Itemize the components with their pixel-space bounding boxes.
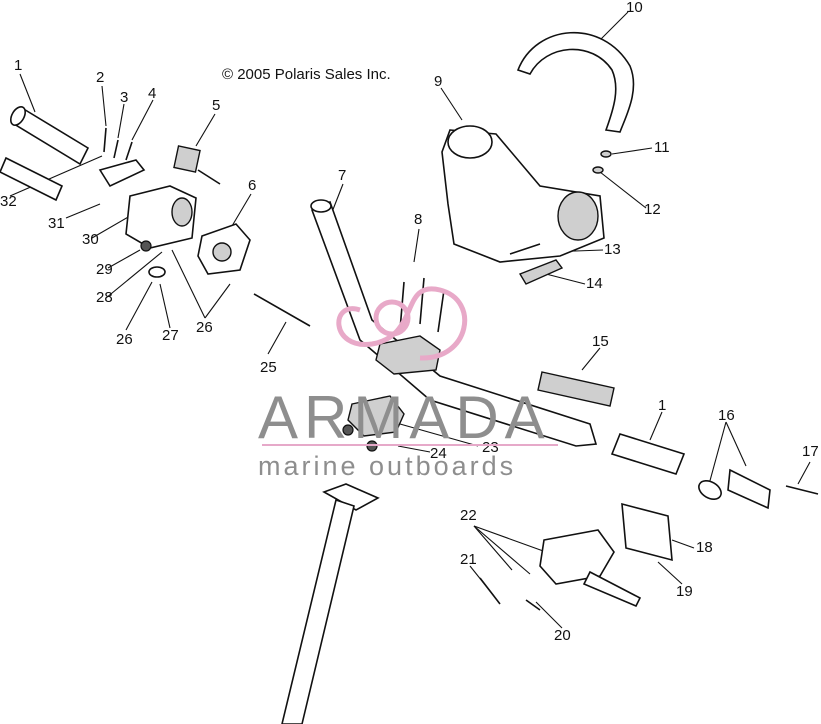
pod-9 (441, 125, 605, 263)
lever-assembly (539, 529, 642, 608)
callout-5: 5 (212, 97, 221, 114)
callout-13: 13 (604, 241, 621, 258)
arch-10 (516, 31, 635, 133)
callout-27: 27 (162, 327, 179, 344)
callout-24: 24 (430, 445, 447, 462)
callout-10: 10 (626, 0, 643, 16)
grip-left (0, 106, 90, 202)
housing-30 (125, 185, 197, 278)
callout-17: 17 (802, 443, 819, 460)
callout-12: 12 (644, 201, 661, 218)
callout-26-left: 26 (116, 331, 133, 348)
hardware-11-14 (509, 150, 612, 285)
callout-25: 25 (260, 359, 277, 376)
watermark-logo (336, 286, 468, 361)
callout-1-right: 1 (658, 397, 667, 414)
pin-17 (785, 485, 819, 495)
callout-8: 8 (414, 211, 423, 228)
callout-16: 16 (718, 407, 735, 424)
cable-25 (253, 293, 311, 327)
callout-31: 31 (48, 215, 65, 232)
callout-1: 1 (14, 57, 23, 74)
callout-26-right: 26 (196, 319, 213, 336)
callout-19: 19 (676, 583, 693, 600)
callout-29: 29 (96, 261, 113, 278)
callout-32: 32 (0, 193, 17, 210)
callout-23: 23 (482, 439, 499, 456)
callout-30: 30 (82, 231, 99, 248)
callout-3: 3 (120, 89, 129, 106)
callout-28: 28 (96, 289, 113, 306)
callout-18: 18 (696, 539, 713, 556)
callout-11: 11 (654, 139, 670, 156)
watermark-divider (262, 444, 558, 446)
callout-22: 22 (460, 507, 477, 524)
grip-15 (537, 371, 615, 407)
callout-2: 2 (96, 69, 105, 86)
housing-18-19 (621, 502, 673, 562)
callout-9: 9 (434, 73, 443, 90)
watermark-subtitle: marine outboards (258, 451, 517, 481)
switch-5 (173, 145, 221, 185)
callout-6: 6 (248, 177, 257, 194)
steering-post (281, 483, 380, 724)
cover-6 (197, 223, 251, 275)
callout-7: 7 (338, 167, 347, 184)
callout-4: 4 (148, 85, 157, 102)
throttle-16 (698, 468, 771, 510)
clamp-23 (342, 395, 405, 452)
clamp-8 (375, 277, 445, 375)
callout-20: 20 (554, 627, 571, 644)
grip-right (610, 433, 686, 475)
copyright-text: © 2005 Polaris Sales Inc. (222, 66, 391, 83)
screws-20-22 (479, 577, 541, 611)
callout-21: 21 (460, 551, 477, 568)
callout-14: 14 (586, 275, 603, 292)
small-hardware-2-4 (98, 127, 146, 188)
callout-15: 15 (592, 333, 609, 350)
watermark-title: ARMADA (258, 384, 551, 451)
